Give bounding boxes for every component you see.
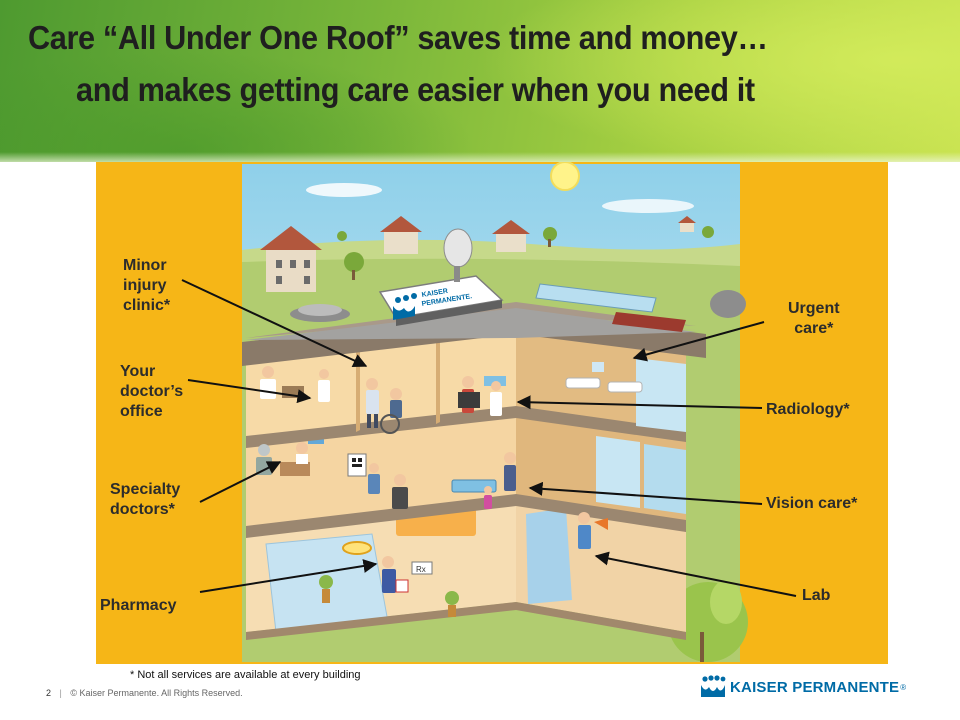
callout-vision-care: Vision care* [766,495,858,512]
copyright-text: © Kaiser Permanente. All Rights Reserved… [70,688,243,698]
callout-arrows [181,279,797,597]
footer-copyright-line: 2 | © Kaiser Permanente. All Rights Rese… [46,688,243,698]
callout-your-doctors-office: Your doctor’s office [120,363,184,420]
slide-title-line-2: and makes getting care easier when you n… [76,71,755,108]
availability-footnote: * Not all services are available at ever… [130,669,361,681]
slide-title-line-1: Care “All Under One Roof” saves time and… [28,19,768,56]
callout-urgent-care: Urgent care* [788,300,840,337]
arrow-radiology [516,395,763,410]
logo-registered-mark: ® [900,682,907,692]
building-second-floor [246,412,686,538]
callout-specialty-doctors: Specialty doctors* [110,481,181,518]
medical-building-illustration: KAISER PERMANENTE. [181,162,797,662]
arrow-minor-injury [181,279,368,368]
people-figures [256,362,643,617]
village-houses [260,216,696,292]
building-ground-floor [246,500,686,640]
roof-sign-text-line-1: KAISER [421,288,448,299]
building-roof [242,228,746,366]
trees [337,226,748,662]
callout-minor-injury-clinic: Minor injury clinic* [123,257,171,314]
callout-lab: Lab [802,587,831,604]
kaiser-permanente-people-icon [701,675,726,697]
title-banner: Care “All Under One Roof” saves time and… [0,0,960,162]
callout-pharmacy: Pharmacy [100,597,177,614]
illustration-panel: KAISER PERMANENTE. [96,162,888,664]
arrow-doctors-office [187,379,312,404]
roof-sign-logo-icon [393,293,417,320]
kaiser-permanente-logo: KAISER PERMANENTE ® [700,674,906,700]
arrow-vision [528,481,763,505]
callout-radiology: Radiology* [766,401,850,418]
arrow-specialty [199,461,282,503]
pharmacy-rx-sign: Rx [416,565,426,574]
footer-separator: | [59,688,62,698]
arrow-lab [594,551,797,597]
page-number: 2 [46,688,52,698]
logo-wordmark: KAISER PERMANENTE [730,678,900,696]
arrow-pharmacy [199,559,378,593]
arrow-urgent-care [632,321,765,362]
